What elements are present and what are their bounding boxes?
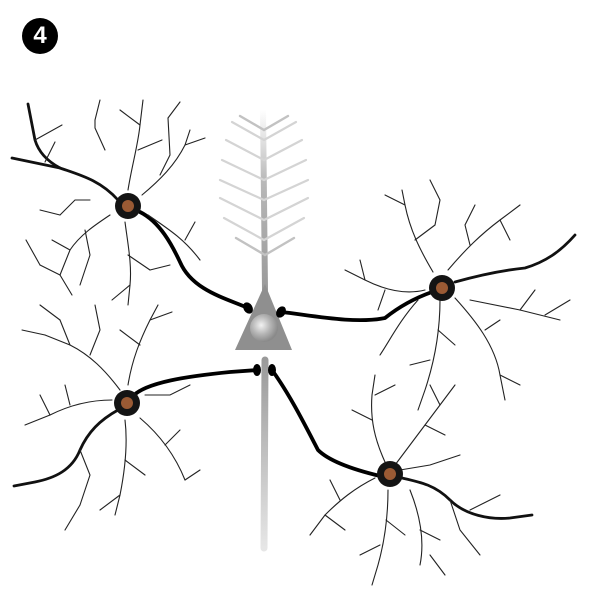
nucleus bbox=[121, 397, 133, 409]
pyramidal-axon bbox=[264, 360, 265, 548]
apical-dendrite bbox=[220, 110, 308, 290]
nucleus bbox=[436, 282, 448, 294]
interneuron-right bbox=[345, 180, 575, 410]
pyramidal-nucleus bbox=[250, 314, 278, 342]
pyramidal-neuron bbox=[220, 110, 308, 548]
nucleus bbox=[384, 468, 396, 480]
nucleus bbox=[122, 200, 134, 212]
interneuron-bottom-right bbox=[310, 375, 532, 585]
interneuron-left bbox=[14, 305, 200, 530]
interneuron-top-left bbox=[12, 100, 205, 305]
